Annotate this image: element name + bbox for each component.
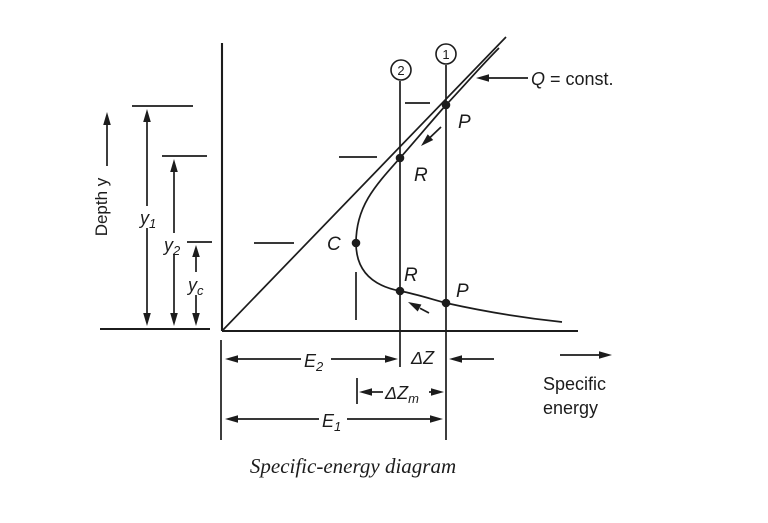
point-r-upper-label: R <box>414 165 428 186</box>
figure-caption: Specific-energy diagram <box>250 454 456 478</box>
lower-direction-arrowhead-icon <box>408 302 422 312</box>
yc-dimension: yc <box>185 241 212 326</box>
yc-label: yc <box>186 275 204 298</box>
section-1-marker: 1 <box>435 43 457 65</box>
section-1-circle <box>435 43 457 65</box>
e1-right-arrowhead-icon <box>430 415 443 423</box>
section-2-circle <box>390 59 412 81</box>
section-1-number: 1 <box>442 47 449 62</box>
y2-label-backing <box>160 233 186 254</box>
e1-label: E1 <box>322 411 341 434</box>
y1-down-arrowhead-icon <box>143 313 151 326</box>
x-axis-title: Specific energy <box>543 351 612 418</box>
e2-dimension: E2 <box>225 351 398 374</box>
dz-arrowhead-icon <box>449 355 462 363</box>
yc-up-arrowhead-icon <box>192 245 200 257</box>
yc-label-backing <box>185 272 212 295</box>
y1-up-arrowhead-icon <box>143 109 151 122</box>
q-const-annotation: Q = const. <box>476 69 614 89</box>
point-c-critical-dot <box>351 238 361 248</box>
lower-limb-direction-arrow <box>408 302 430 314</box>
y2-down-arrowhead-icon <box>170 313 178 326</box>
e2-left-arrowhead-icon <box>225 355 238 363</box>
section-2-number: 2 <box>397 63 404 78</box>
y1-label-backing <box>136 206 162 228</box>
e2-right-arrowhead-icon <box>385 355 398 363</box>
y-axis-title-text: Depth y <box>92 177 111 236</box>
yc-down-arrowhead-icon <box>192 313 200 326</box>
y2-label: y2 <box>162 235 181 258</box>
y2-up-arrowhead-icon <box>170 159 178 172</box>
section-2-marker: 2 <box>390 59 412 81</box>
point-p-lower-dot <box>441 298 451 308</box>
dzm-label: ΔZm <box>384 383 419 406</box>
point-p-upper-dot <box>441 100 451 110</box>
dz-label: ΔZ <box>410 348 435 368</box>
upper-direction-arrowhead-icon <box>421 134 434 146</box>
depth-arrowhead-icon <box>103 112 111 125</box>
point-r-lower-label: R <box>404 265 418 286</box>
point-r-upper-dot <box>395 153 405 163</box>
point-p-upper-label: P <box>458 112 471 133</box>
e1-dimension: E1 <box>225 411 443 434</box>
upper-limb-direction-arrow <box>421 126 442 146</box>
y1-dimension: y1 <box>132 105 193 326</box>
dzm-dimension: ΔZm <box>356 378 444 406</box>
q-const-label: Q = const. <box>531 69 614 89</box>
x-axis-title-line2: energy <box>543 398 598 418</box>
point-r-lower-dot <box>395 286 405 296</box>
q-const-arrowhead-icon <box>476 74 489 82</box>
point-p-lower-label: P <box>456 281 469 302</box>
upper-direction-arrow-line <box>428 126 442 139</box>
dz-dimension: ΔZ <box>410 348 494 368</box>
dzm-left-arrowhead-icon <box>359 388 372 396</box>
e2-label: E2 <box>304 351 324 374</box>
lower-direction-arrow-line <box>419 307 430 314</box>
point-c-critical-label: C <box>327 234 341 255</box>
y2-dimension: y2 <box>160 155 207 326</box>
specific-energy-arrowhead-icon <box>599 351 612 359</box>
x-axis-title-line1: Specific <box>543 374 606 394</box>
e1-left-arrowhead-icon <box>225 415 238 423</box>
dzm-right-arrowhead-icon <box>431 388 444 396</box>
y1-label: y1 <box>138 208 156 231</box>
energy-45deg-line <box>221 36 507 332</box>
y-axis-title: Depth y <box>92 112 111 236</box>
